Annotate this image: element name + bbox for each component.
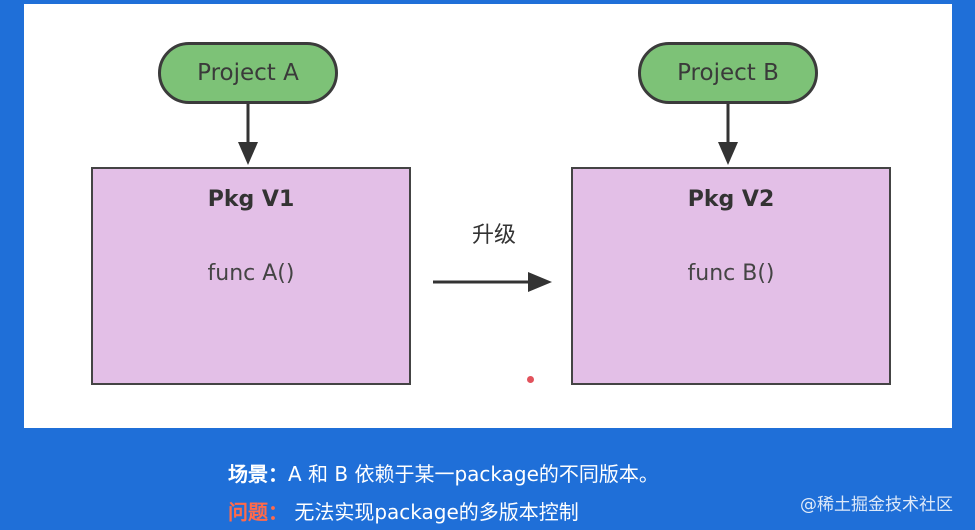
problem-label: 问题： <box>228 500 288 524</box>
package-v1-title: Pkg V1 <box>207 187 295 212</box>
arrow-head-upgrade <box>528 272 552 292</box>
scenario-text: A 和 B 依赖于某一package的不同版本。 <box>288 462 659 486</box>
package-v1-box: Pkg V1 func A() <box>91 167 411 385</box>
pointer-dot <box>527 376 534 383</box>
project-b-label: Project B <box>677 60 779 86</box>
diagram-arrows <box>238 104 738 292</box>
package-v1-func: func A() <box>207 261 295 286</box>
arrow-head-b <box>718 142 738 165</box>
package-v2-title: Pkg V2 <box>687 187 775 212</box>
project-a-label: Project A <box>197 60 299 86</box>
scenario-caption: 场景：A 和 B 依赖于某一package的不同版本。 <box>228 458 659 487</box>
package-v2-func: func B() <box>687 261 775 286</box>
problem-text: 无法实现package的多版本控制 <box>288 500 579 524</box>
arrow-head-a <box>238 142 258 165</box>
package-v2-box: Pkg V2 func B() <box>571 167 891 385</box>
upgrade-label: 升级 <box>471 223 516 248</box>
project-b-node: Project B <box>638 42 818 104</box>
project-a-node: Project A <box>158 42 338 104</box>
scenario-label: 场景： <box>228 462 288 486</box>
problem-caption: 问题： 无法实现package的多版本控制 <box>228 496 579 525</box>
watermark: @稀土掘金技术社区 <box>800 495 953 515</box>
diagram-slide: Project A Project B Pkg V1 func A() Pkg … <box>24 4 952 428</box>
